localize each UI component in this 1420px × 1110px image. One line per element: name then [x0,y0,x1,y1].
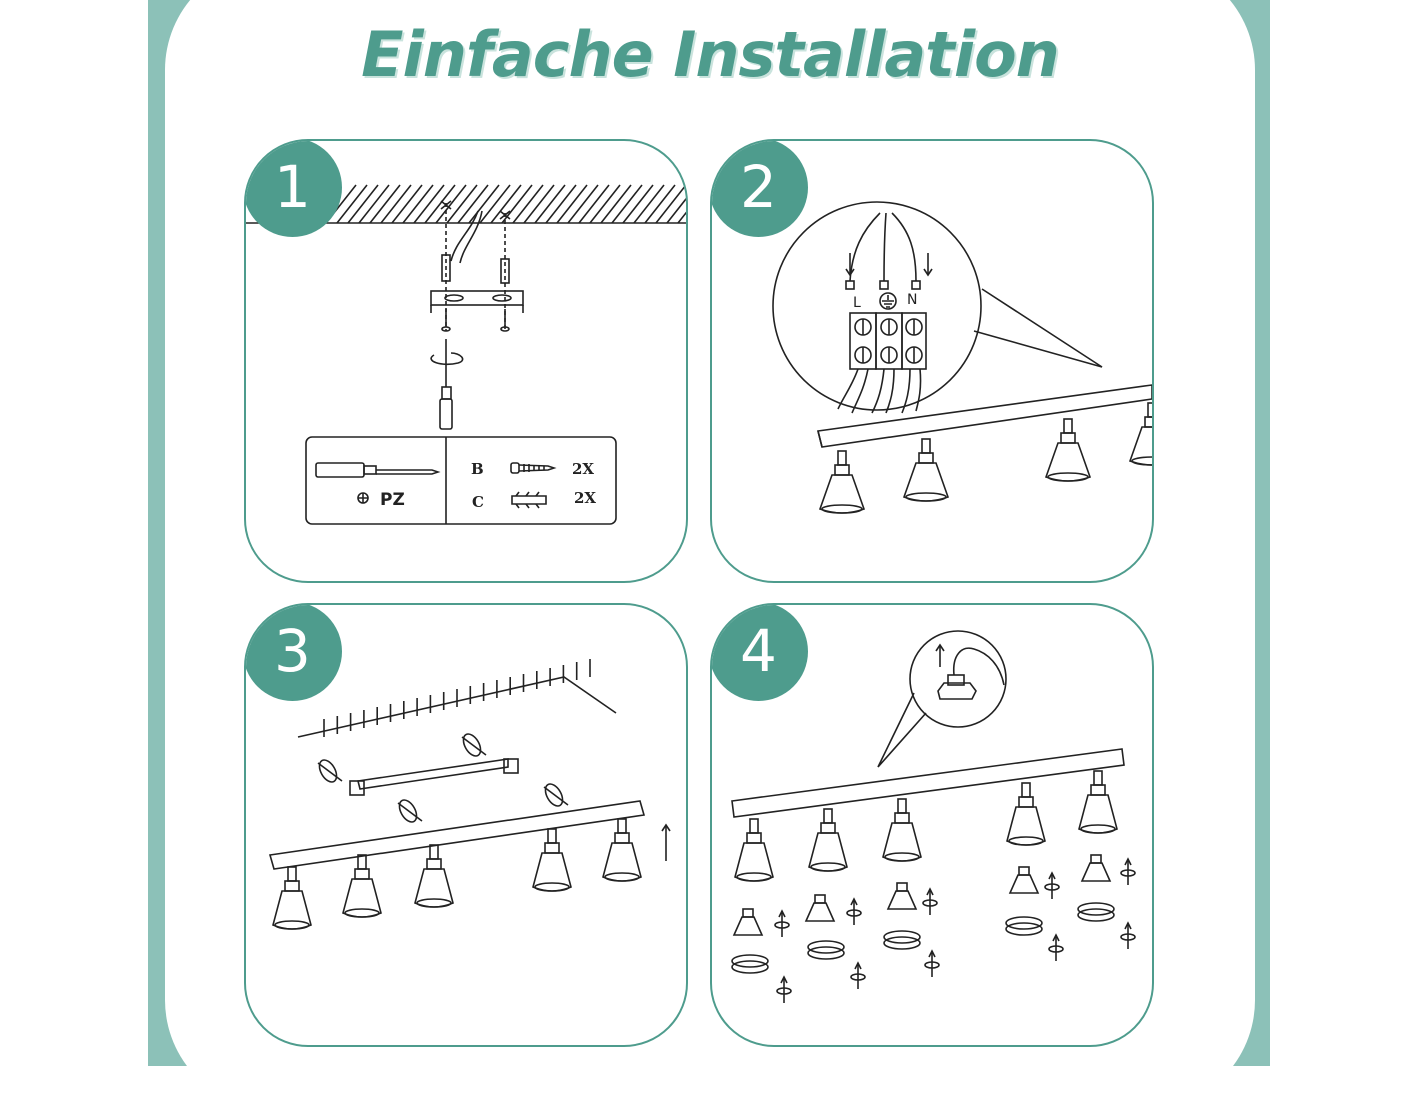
ring-3 [883,930,921,950]
ring-4 [1005,916,1043,936]
lamp-2 [342,854,382,918]
lamp-5 [1078,770,1118,834]
step-3-panel: 3 [244,603,688,1047]
step-3-illustration [268,659,671,930]
ring-1 [731,954,769,974]
tool-label: PZ [380,490,405,510]
lamp-5 [602,818,642,882]
terminal-n-label: N [907,292,917,308]
ring-2 [807,940,845,960]
step-4-illustration [731,630,1136,1003]
lamp-3 [882,798,922,862]
step-2-illustration: L N [772,201,1152,514]
step-1-panel: PZ B 2X C 2X 1 [244,139,688,583]
pin-8 [924,949,940,977]
lamp-1 [818,450,866,514]
page-title: Einfache Installation [361,18,1060,91]
pin-7 [850,961,866,989]
terminal-l-label: L [853,295,861,311]
pin-4 [1044,871,1060,899]
bulb-1 [732,908,764,936]
pin-6 [776,975,792,1003]
step-3-badge: 3 [246,605,342,701]
step-4-panel: 4 [710,603,1154,1047]
part-c-letter: C [472,493,484,511]
pin-2 [846,897,862,925]
part-c-quantity: 2X [574,489,596,507]
step-2-panel: L N 2 [710,139,1154,583]
step-1-illustration: PZ B 2X C 2X [246,184,686,525]
bulb-4 [1008,866,1040,894]
lamp-1 [734,818,774,882]
step-2-badge: 2 [712,141,808,237]
step-4-badge: 4 [712,605,808,701]
lamp-2 [902,438,950,502]
lamp-3 [414,844,454,908]
part-b-quantity: 2X [572,460,594,478]
lamp-4 [1128,402,1152,466]
part-b-letter: B [471,460,484,478]
lamp-1 [272,866,312,930]
lamp-4 [1006,782,1046,846]
pin-10 [1120,921,1136,949]
bulb-5 [1080,854,1112,882]
lamp-4 [532,828,572,892]
lamp-3 [1044,418,1092,482]
step-1-badge: 1 [246,141,342,237]
pin-9 [1048,933,1064,961]
bulb-3 [886,882,918,910]
pin-3 [922,887,938,915]
lamp-2 [808,808,848,872]
ring-5 [1077,902,1115,922]
pin-5 [1120,857,1136,885]
pin-1 [774,909,790,937]
bulb-2 [804,894,836,922]
